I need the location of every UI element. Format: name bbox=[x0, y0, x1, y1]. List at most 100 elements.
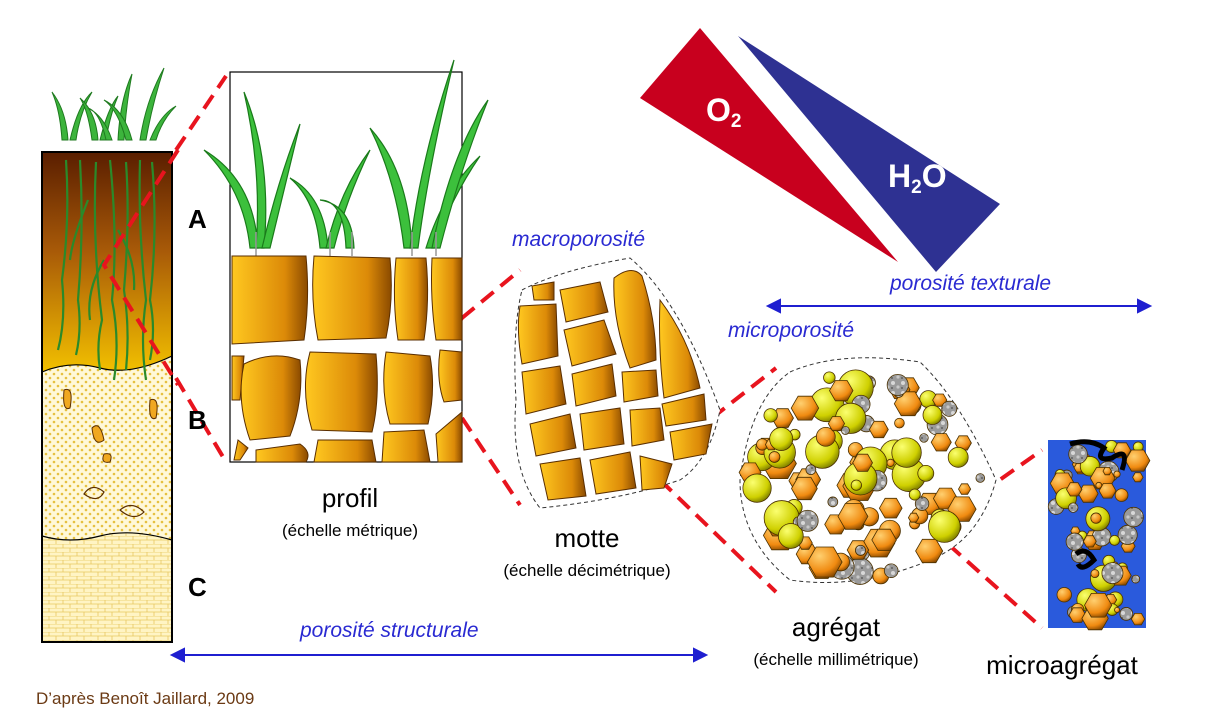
porosite-structurale-label: porosité structurale bbox=[300, 619, 479, 642]
particle-gravel bbox=[841, 426, 850, 435]
o2-letter: O bbox=[706, 92, 731, 128]
particle-gravel bbox=[1117, 524, 1138, 545]
particle-hexagon bbox=[827, 416, 846, 432]
particle-yellow bbox=[917, 464, 935, 482]
soil-profile-column bbox=[41, 67, 177, 643]
particle-hexagon bbox=[806, 546, 843, 578]
o2-wedge bbox=[640, 28, 898, 262]
horizon-a-label: A bbox=[188, 204, 207, 234]
particle-hexagon bbox=[954, 435, 972, 451]
particle-hexagon bbox=[837, 502, 869, 530]
particle-orange bbox=[1114, 488, 1129, 502]
particle-orange bbox=[1113, 470, 1121, 478]
particle-yellow bbox=[777, 523, 804, 549]
microagregat-panel bbox=[1047, 439, 1151, 631]
particle-yellow bbox=[908, 488, 921, 501]
profil-panel bbox=[203, 59, 489, 463]
particle-gravel bbox=[883, 563, 899, 579]
h2o-subscript: 2 bbox=[911, 177, 922, 198]
particle-hexagon bbox=[1102, 466, 1112, 476]
particle-hexagon bbox=[930, 433, 952, 452]
agregat-aggregate bbox=[738, 357, 997, 585]
particle-hexagon bbox=[893, 391, 923, 417]
porosite-texturale-arrow bbox=[765, 298, 1153, 314]
particle-hexagon bbox=[878, 497, 903, 519]
agregat-scale-label: (échelle millimétrique) bbox=[753, 650, 919, 669]
particle-hexagon bbox=[791, 476, 818, 501]
particle-gravel bbox=[854, 544, 867, 556]
porosite-texturale-label: porosité texturale bbox=[890, 272, 1052, 295]
horizon-c-label: C bbox=[188, 572, 207, 602]
o2-subscript: 2 bbox=[730, 111, 742, 132]
microagregat-label: microagrégat bbox=[986, 650, 1138, 680]
particle-gravel bbox=[914, 496, 930, 511]
b-horizon-nodules bbox=[63, 388, 158, 463]
particle-yellow bbox=[823, 371, 836, 384]
particle-yellow bbox=[928, 510, 961, 543]
particle-hexagon bbox=[790, 395, 820, 421]
h2o-wedge bbox=[738, 36, 1000, 272]
particle-orange bbox=[815, 426, 836, 447]
macroporosite-label: macroporosité bbox=[512, 228, 646, 251]
agregat-label: agrégat bbox=[791, 612, 881, 642]
particle-gravel bbox=[1119, 607, 1134, 621]
particle-gravel bbox=[805, 464, 817, 476]
particle-orange bbox=[894, 417, 905, 429]
particle-gravel bbox=[1131, 574, 1141, 584]
particle-gravel bbox=[886, 374, 909, 396]
particle-orange bbox=[886, 458, 895, 467]
particle-hexagon bbox=[871, 528, 897, 551]
particle-orange bbox=[1114, 606, 1121, 613]
profil-label: profil bbox=[321, 483, 379, 513]
particle-yellow bbox=[763, 408, 778, 423]
h2o-letter-h: H bbox=[888, 158, 912, 194]
particle-gravel bbox=[1123, 506, 1144, 528]
particle-hexagon bbox=[958, 483, 972, 495]
h2o-letter-o: O bbox=[921, 158, 947, 194]
particle-orange bbox=[1095, 481, 1103, 489]
particle-hexagon bbox=[1132, 472, 1144, 483]
particle-hexagon bbox=[1082, 535, 1097, 548]
particle-orange bbox=[1090, 569, 1100, 579]
particle-gravel bbox=[796, 509, 819, 532]
particle-orange bbox=[1090, 512, 1102, 524]
particle-hexagon bbox=[1066, 482, 1083, 497]
particle-hexagon bbox=[1084, 593, 1113, 618]
particle-hexagon bbox=[1130, 613, 1146, 626]
motte-label: motte bbox=[554, 523, 620, 553]
particle-gravel bbox=[975, 473, 986, 483]
particle-yellow bbox=[769, 427, 794, 451]
profil-clods bbox=[231, 255, 463, 463]
horizon-b-label: B bbox=[188, 405, 207, 435]
motte-scale-label: (échelle décimétrique) bbox=[503, 561, 671, 580]
o2-label: O2 bbox=[706, 94, 741, 131]
particle-hexagon bbox=[1068, 607, 1087, 623]
porosite-structurale-arrow bbox=[169, 647, 709, 663]
particle-gravel bbox=[941, 400, 958, 417]
particle-yellow bbox=[947, 446, 969, 468]
particle-hexagon bbox=[1098, 483, 1117, 499]
particle-hexagon bbox=[829, 380, 854, 402]
particle-yellow bbox=[891, 437, 922, 468]
particle-yellow bbox=[1109, 534, 1120, 546]
credit-text: D’après Benoît Jaillard, 2009 bbox=[36, 689, 255, 708]
particle-hexagon bbox=[907, 512, 920, 523]
motte-clod bbox=[514, 257, 721, 509]
h2o-label: H2O bbox=[888, 160, 947, 197]
particle-yellow bbox=[922, 405, 943, 425]
particle-gravel bbox=[1065, 532, 1084, 551]
particle-hexagon bbox=[852, 453, 873, 472]
particle-orange bbox=[1056, 587, 1072, 603]
particle-gravel bbox=[919, 433, 929, 443]
particle-gravel bbox=[1068, 444, 1088, 464]
profil-scale-label: (échelle métrique) bbox=[281, 521, 419, 540]
particle-gravel bbox=[1101, 562, 1124, 585]
surface-grass bbox=[51, 67, 177, 141]
particle-hexagon bbox=[868, 420, 889, 439]
particle-yellow bbox=[850, 479, 862, 491]
particle-gravel bbox=[1068, 502, 1079, 513]
profil-plants bbox=[203, 59, 489, 249]
particle-yellow bbox=[742, 473, 772, 503]
particle-orange bbox=[768, 451, 781, 463]
